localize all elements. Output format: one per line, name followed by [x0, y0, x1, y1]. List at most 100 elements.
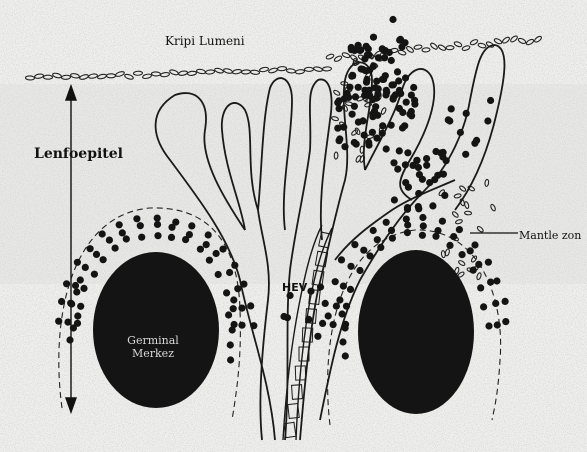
lymphocyte-dot	[366, 67, 373, 74]
lymphocyte-dot	[240, 281, 247, 288]
lymphocyte-dot	[415, 190, 422, 197]
lymphocyte-dot	[370, 227, 377, 234]
lymphocyte-dot	[426, 179, 433, 186]
lymphocyte-dot	[373, 135, 380, 142]
lymphocyte-dot	[341, 143, 348, 150]
hev-label: HEV	[282, 281, 307, 294]
lymphocyte-dot	[477, 284, 484, 291]
lymphocyte-dot	[227, 356, 234, 363]
lymphocyte-dot	[394, 166, 401, 173]
lymphocyte-dot	[80, 285, 87, 292]
lymphocyte-dot	[470, 267, 477, 274]
lymphocyte-dot	[383, 145, 390, 152]
lymphocyte-dot	[322, 300, 329, 307]
lymphocyte-dot	[77, 276, 84, 283]
lymphocyte-dot	[494, 321, 501, 328]
lymphocyte-dot	[456, 226, 463, 233]
lymphocyte-dot	[339, 310, 346, 317]
lymphocyte-dot	[394, 68, 401, 75]
lymphocyte-dot	[230, 296, 237, 303]
lymphocyte-dot	[154, 232, 161, 239]
lymphocyte-dot	[206, 257, 213, 264]
lymphocyte-dot	[446, 242, 453, 249]
lymphocyte-dot	[70, 324, 77, 331]
lymphocyte-dot	[439, 218, 446, 225]
germinal-center-right	[358, 250, 474, 414]
lymphocyte-dot	[356, 267, 363, 274]
lymphocyte-dot	[363, 76, 370, 83]
lymphocyte-dot	[475, 261, 482, 268]
lymphocyte-dot	[380, 76, 387, 83]
lymphocyte-dot	[188, 222, 195, 229]
lymphocyte-dot	[325, 312, 332, 319]
lymphocyte-dot	[397, 36, 404, 43]
lymphocyte-dot	[58, 298, 65, 305]
lymphocyte-dot	[74, 312, 81, 319]
lymphocyte-dot	[227, 341, 234, 348]
lymphocyte-dot	[487, 97, 494, 104]
lymphocyte-dot	[410, 84, 417, 91]
lymphocyte-dot	[429, 202, 436, 209]
lymphocyte-dot	[172, 219, 179, 226]
lymphocyte-dot	[415, 205, 422, 212]
lymphocyte-dot	[492, 300, 499, 307]
lymphocyte-dot	[100, 256, 107, 263]
lymphocyte-dot	[471, 140, 478, 147]
lymphocyte-dot	[137, 222, 144, 229]
lymphocyte-dot	[467, 247, 474, 254]
lymphocyte-dot	[365, 139, 372, 146]
lymphocyte-dot	[347, 263, 354, 270]
lymphocyte-dot	[342, 352, 349, 359]
lymphocyte-dot	[351, 103, 358, 110]
lymphocyte-dot	[307, 288, 314, 295]
lymphocyte-dot	[77, 303, 84, 310]
lymphocyte-dot	[402, 74, 409, 81]
lymphocyte-dot	[342, 324, 349, 331]
lymphocyte-dot	[338, 256, 345, 263]
lymphocyte-dot	[341, 95, 348, 102]
lymphocyte-dot	[364, 51, 371, 58]
lymphocyte-dot	[66, 336, 73, 343]
lymphocyte-dot	[55, 318, 62, 325]
lymphocyte-dot	[502, 298, 509, 305]
lymphocyte-dot	[340, 124, 347, 131]
lymphocyte-dot	[403, 216, 410, 223]
lymphocyte-dot	[406, 111, 413, 118]
lymphocyte-dot	[250, 322, 257, 329]
lymphocyte-dot	[229, 326, 236, 333]
lymphocyte-dot	[485, 259, 492, 266]
lymphocyte-dot	[388, 227, 395, 234]
lymphocyte-dot	[154, 215, 161, 222]
lymphocyte-dot	[116, 221, 123, 228]
lymphocyte-dot	[358, 65, 365, 72]
lymphocyte-dot	[367, 252, 374, 259]
lymphocyte-dot	[408, 92, 415, 99]
lymphocyte-dot	[225, 311, 232, 318]
lymphocyte-dot	[355, 84, 362, 91]
lymphocyte-dot	[419, 214, 426, 221]
lymphocyte-dot	[197, 246, 204, 253]
lymphocyte-dot	[391, 196, 398, 203]
lymphocyte-dot	[363, 43, 370, 50]
lymphocyte-dot	[485, 322, 492, 329]
lymphocyte-dot	[280, 313, 287, 320]
germinal-center-label-line2: Merkez	[113, 347, 193, 360]
lymphocyte-dot	[396, 87, 403, 94]
lymphocyte-dot	[219, 246, 226, 253]
lymphocyte-dot	[186, 231, 193, 238]
lymphocyte-dot	[401, 122, 408, 129]
lymphocyte-dot	[361, 132, 368, 139]
lymphocyte-dot	[382, 91, 389, 98]
lymphocyte-dot	[365, 87, 372, 94]
lymphocyte-dot	[373, 78, 380, 85]
lymphocyte-dot	[68, 300, 75, 307]
lymphocyte-dot	[404, 149, 411, 156]
lymphocyte-dot	[332, 278, 339, 285]
lymphocyte-dot	[359, 117, 366, 124]
lymphocyte-dot	[343, 303, 350, 310]
germinal-center-label: Germinal Merkez	[113, 334, 193, 360]
lymphocyte-dot	[168, 234, 175, 241]
lymphocyte-dot	[231, 262, 238, 269]
